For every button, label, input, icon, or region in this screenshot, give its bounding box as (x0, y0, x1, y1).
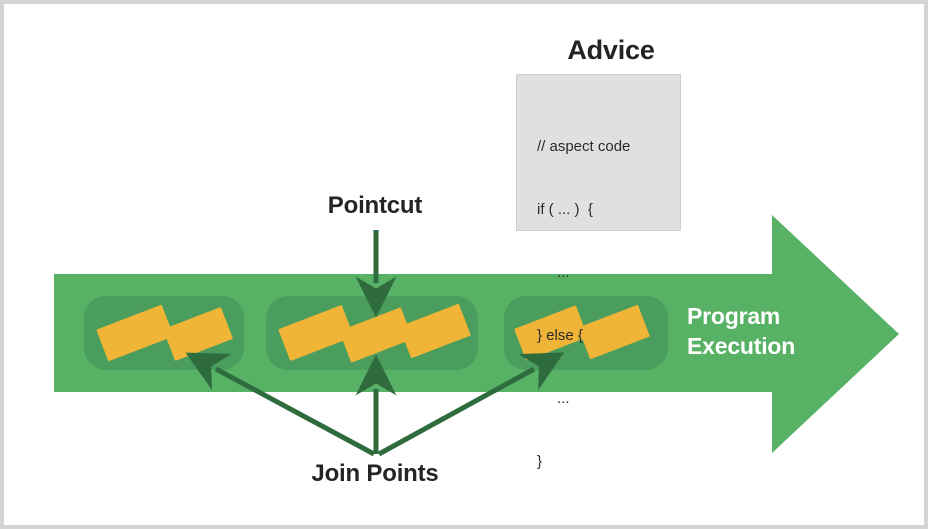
diagram-graphics (54, 215, 899, 457)
code-line-4: } else { (537, 327, 583, 344)
program-execution-line2: Execution (687, 333, 796, 359)
advice-title: Advice (567, 35, 655, 65)
program-execution-line1: Program (687, 303, 781, 329)
code-line-3: ... (557, 264, 570, 281)
advice-code-text: // aspect code if ( ... ) { ... } else {… (537, 94, 630, 514)
program-execution-label: Program Execution (687, 301, 837, 361)
code-line-6: } (537, 453, 543, 470)
join-point-group-1 (84, 296, 244, 370)
code-line-1: // aspect code (537, 138, 631, 155)
diagram-canvas: Advice // aspect code if ( ... ) { ... }… (4, 4, 924, 525)
join-points-label: Join Points (311, 460, 439, 487)
advice-code-box: // aspect code if ( ... ) { ... } else {… (516, 74, 681, 470)
code-line-5: ... (557, 390, 570, 407)
join-points-arrow-left (185, 352, 376, 457)
join-point-group-2 (266, 296, 478, 370)
join-point-bars-group-2 (278, 303, 471, 363)
pointcut-label: Pointcut (327, 192, 423, 219)
join-point-bars-group-1 (96, 304, 233, 362)
code-line-2: if ( ... ) { (537, 201, 593, 218)
join-points-arrow-right (377, 352, 565, 457)
